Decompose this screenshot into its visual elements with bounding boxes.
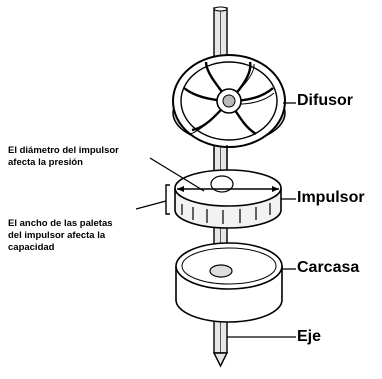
label-casing: Carcasa <box>297 259 359 277</box>
note-diameter-line-1: El diámetro del impulsor <box>8 145 119 157</box>
label-diffuser: Difusor <box>297 92 353 110</box>
label-impeller: Impulsor <box>297 189 365 207</box>
note-width-line-1: El ancho de las paletas <box>8 218 113 230</box>
note-impeller-diameter: El diámetro del impulsor afecta la presi… <box>8 145 119 169</box>
diffuser-part <box>173 55 285 147</box>
note-width-line-2: del impulsor afecta la <box>8 230 113 242</box>
note-width-line-3: capacidad <box>8 242 113 254</box>
casing-part <box>176 243 282 322</box>
label-shaft: Eje <box>297 328 321 346</box>
note-vane-width: El ancho de las paletas del impulsor afe… <box>8 218 113 254</box>
note-diameter-line-2: afecta la presión <box>8 157 119 169</box>
